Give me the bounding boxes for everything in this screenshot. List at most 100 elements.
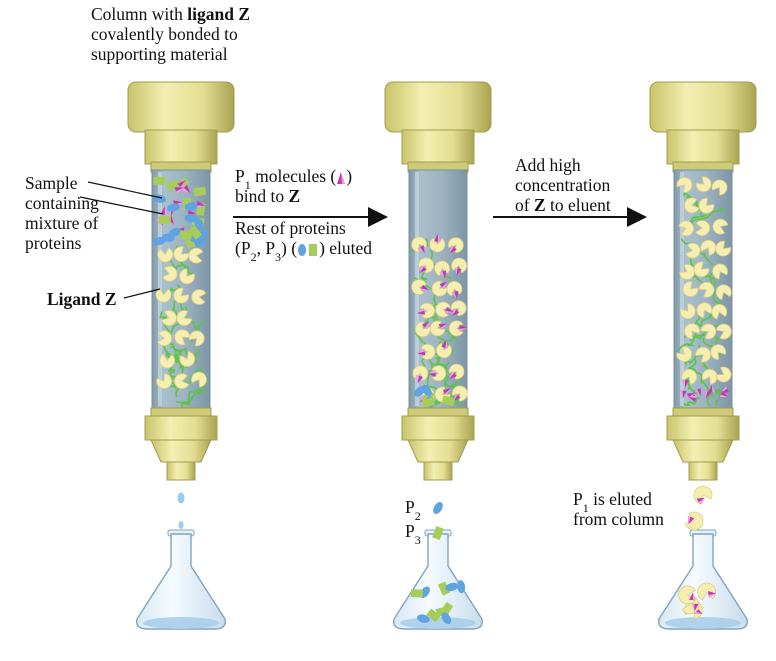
p2-protein (166, 203, 180, 212)
column-bottom-taper (407, 439, 469, 463)
p1-protein-highlight (176, 187, 184, 195)
ligand-z-bead (715, 284, 732, 300)
p2-protein (414, 386, 426, 397)
ligand-z-bead (412, 365, 429, 381)
column-nozzle (688, 461, 718, 481)
ligand-z-bead (679, 303, 696, 320)
ligand-z-bead (161, 310, 177, 326)
column-tube-highlight (680, 172, 684, 406)
p3-protein (193, 186, 207, 197)
p1-protein-highlight (419, 265, 424, 274)
p1-protein-highlight (181, 188, 191, 194)
p1-protein (442, 388, 452, 396)
p2-protein (161, 233, 175, 242)
column-nozzle (166, 461, 196, 481)
p1-protein-body (449, 371, 457, 380)
p1-protein-highlight (439, 271, 445, 279)
p1-protein (687, 515, 695, 525)
ligand-z-bead (715, 323, 732, 340)
p3-protein (441, 395, 456, 407)
linker-strand (689, 208, 727, 226)
p1-protein (439, 281, 448, 290)
rest-of-proteins-text: Rest of proteins (235, 218, 346, 238)
p2-protein (457, 580, 466, 594)
column-title-line1: Column with (91, 4, 188, 24)
ligand-z-bead (191, 371, 207, 388)
linker-strand (439, 362, 450, 395)
p2-protein (197, 229, 208, 241)
ligand-z-bead (695, 176, 712, 193)
p3-flask-label: P3 (405, 521, 421, 547)
p1-protein-highlight (445, 310, 454, 314)
linker-strand (163, 342, 185, 381)
p1-protein-body (439, 281, 448, 290)
sample-pointer-line-2 (79, 196, 164, 215)
ligand-z-bead (447, 237, 464, 254)
linker-strand (683, 192, 706, 209)
sample-label-line2: containing (25, 193, 99, 213)
p2-flask-label: P2 (405, 497, 421, 523)
p2-protein (168, 228, 182, 237)
column-cap-top (649, 81, 757, 133)
ligand-z-bead (420, 343, 436, 360)
p1-protein (177, 180, 186, 189)
column-contents (152, 176, 208, 409)
p1-protein-highlight (180, 180, 186, 189)
ligand-z-bead (191, 289, 207, 305)
linker-strand (687, 272, 723, 305)
p1-protein-highlight (425, 320, 430, 330)
linker-strand (692, 372, 714, 397)
p3-protein (421, 396, 436, 409)
sample-label-line4: proteins (25, 233, 82, 253)
p1-protein (419, 265, 427, 274)
ligand-z-bead (682, 281, 699, 297)
ligand-z-bead (179, 351, 196, 367)
p2-protein (184, 202, 198, 211)
ligand-z-bead (419, 302, 435, 319)
ligand-z-bead (712, 263, 728, 280)
ligand-z-bead (162, 265, 178, 282)
p1-protein-highlight (694, 611, 703, 614)
linker-strand (175, 389, 200, 406)
linker-strand (689, 256, 716, 287)
column-cap-collar (401, 129, 475, 165)
p1-molecule-icon (337, 171, 346, 184)
ligand-z-bead (155, 287, 172, 303)
ligand-z-bead (436, 342, 452, 359)
p1-protein-highlight (417, 247, 425, 254)
p1-protein-highlight (687, 515, 691, 525)
p1-protein (417, 348, 426, 356)
p1-protein (416, 375, 423, 384)
p3-protein (432, 525, 444, 541)
ligand-z-bead (685, 242, 701, 259)
ligand-z-bead (434, 260, 450, 277)
column-cap-top (384, 81, 492, 133)
ligand-z-bead (435, 301, 451, 318)
column-title-ligand: ligand Z (187, 4, 251, 24)
p1-protein-highlight (442, 281, 448, 290)
ligand-z-bead (676, 177, 693, 193)
flask-liquid (143, 617, 219, 629)
step1-label: P1 molecules () bind to Z Rest of protei… (235, 166, 373, 264)
p2-protein (441, 612, 452, 625)
column-cap-top (127, 81, 235, 133)
ligand-z-bead (176, 310, 193, 326)
ligand-z-bead (676, 346, 693, 362)
column-after-elution (649, 81, 757, 481)
water-drop (178, 521, 184, 529)
ligand-z-bead (431, 280, 448, 297)
p1-protein (688, 395, 697, 402)
p1-protein-body (181, 184, 191, 194)
p1-protein (421, 320, 430, 330)
ligand-z-bead (684, 511, 704, 531)
ligand-z-bead (188, 247, 204, 264)
step2-label: Add high concentration of Z to eluent (515, 155, 611, 215)
p1-protein-body (177, 180, 186, 189)
p3-protein (166, 179, 181, 191)
ligand-z-bead (448, 363, 465, 380)
p1-protein-highlight (708, 593, 717, 598)
ligand-z-bead (157, 330, 173, 347)
column-nozzle (423, 461, 453, 481)
p2-protein (433, 502, 443, 514)
p1-protein-body (442, 388, 452, 396)
